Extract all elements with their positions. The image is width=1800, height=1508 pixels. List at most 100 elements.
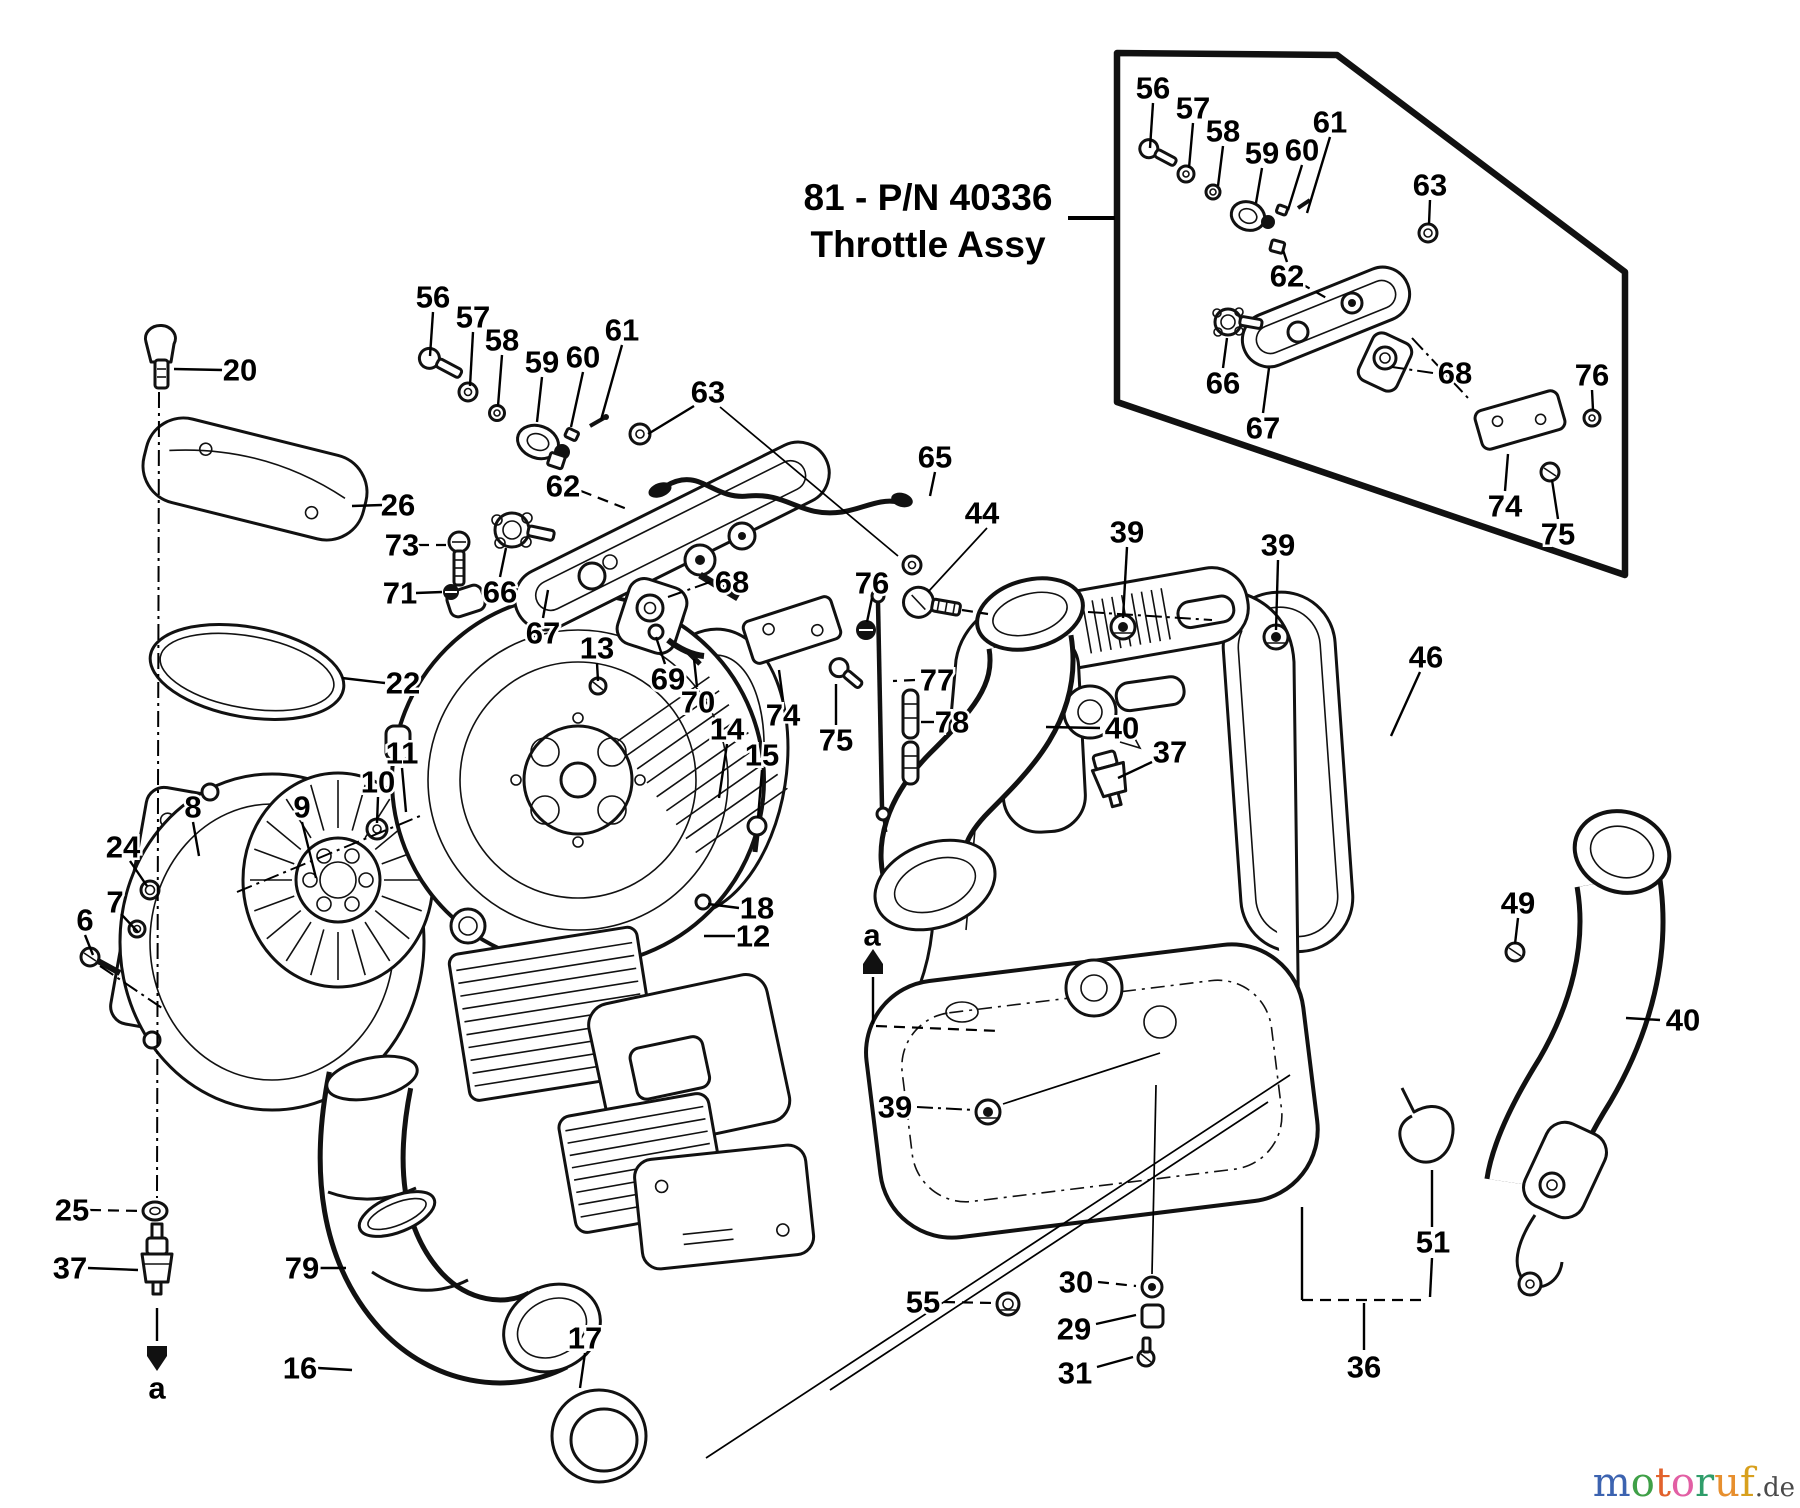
leader-line — [351, 503, 383, 508]
leader-line — [719, 406, 899, 557]
leader-line — [87, 1266, 139, 1272]
leader-line — [1427, 199, 1432, 225]
engine-drawing — [447, 907, 816, 1271]
part-label-60: 60 — [1285, 133, 1319, 168]
leader-line — [1087, 611, 1213, 621]
bolt-49-drawing — [1504, 941, 1526, 963]
elbow-tube-16-drawing — [317, 1054, 602, 1386]
part-label-26: 26 — [381, 488, 415, 523]
leader-line — [415, 590, 443, 595]
part-label-15: 15 — [745, 738, 779, 773]
fuel-valve-37-right-drawing — [1090, 749, 1128, 809]
leader-line — [375, 796, 380, 824]
part-label-12: 12 — [736, 919, 770, 954]
leader-line — [300, 821, 318, 879]
part-label-60: 60 — [566, 340, 600, 375]
throttle-assy-inset — [1113, 49, 1629, 579]
part-label-67: 67 — [1246, 411, 1280, 446]
leader-line — [1590, 389, 1595, 411]
leader-line — [99, 965, 163, 1009]
part-label-73: 73 — [385, 528, 419, 563]
part-label-74: 74 — [1488, 489, 1523, 524]
leader-line — [1095, 1313, 1137, 1326]
connection-label-a: a — [863, 918, 881, 953]
part-label-58: 58 — [1206, 114, 1240, 149]
part-label-59: 59 — [1245, 136, 1279, 171]
part-label-25: 25 — [55, 1193, 89, 1228]
leader-line — [1389, 671, 1422, 737]
nut-24-drawing — [139, 879, 161, 901]
connection-arrow-up — [863, 949, 883, 974]
air-duct-40-middle-drawing — [873, 576, 1085, 932]
leader-line — [1428, 1257, 1434, 1298]
leader-line — [1550, 479, 1560, 520]
air-duct-40-right-drawing — [1484, 809, 1672, 1297]
part-label-74: 74 — [766, 698, 801, 733]
part-label-58: 58 — [485, 323, 519, 358]
part-label-39: 39 — [1110, 515, 1144, 550]
part-label-61: 61 — [1313, 105, 1347, 140]
part-label-10: 10 — [361, 765, 395, 800]
part-label-65: 65 — [918, 440, 952, 475]
part-label-29: 29 — [1057, 1312, 1091, 1347]
gasket-22-drawing — [148, 623, 346, 721]
leader-line — [89, 1208, 144, 1213]
part-label-7: 7 — [106, 885, 123, 920]
leader-line — [756, 769, 764, 819]
leader-line — [961, 608, 989, 616]
part-label-24: 24 — [106, 830, 141, 865]
leader-line — [1117, 760, 1153, 780]
leader-line — [1503, 453, 1510, 492]
part-label-76: 76 — [855, 566, 889, 601]
leader-line — [191, 821, 201, 857]
leader-line — [1513, 917, 1520, 945]
inset-title-line1: 81 - P/N 40336 — [804, 177, 1053, 218]
part-label-75: 75 — [819, 723, 853, 758]
part-label-6: 6 — [76, 903, 93, 938]
part-label-16: 16 — [283, 1351, 317, 1386]
part-label-51: 51 — [1416, 1225, 1450, 1260]
leader-line — [428, 311, 435, 357]
leader-line — [236, 815, 421, 893]
part-label-44: 44 — [965, 496, 1000, 531]
part-label-8: 8 — [184, 790, 201, 825]
part-label-37: 37 — [1153, 735, 1187, 770]
leader-line — [928, 471, 937, 497]
part-label-9: 9 — [293, 790, 310, 825]
part-label-17: 17 — [568, 1321, 602, 1356]
leader-line — [1286, 164, 1304, 211]
leader-line — [1221, 337, 1229, 369]
leader-line — [667, 581, 711, 598]
leader-line — [317, 1366, 353, 1372]
leader-line — [341, 676, 386, 685]
part-label-69: 69 — [651, 662, 685, 697]
leader-line — [1096, 1355, 1134, 1369]
part-label-68: 68 — [715, 565, 749, 600]
part-label-62: 62 — [1270, 259, 1304, 294]
leader-line — [1187, 122, 1195, 169]
part-label-66: 66 — [483, 575, 517, 610]
leader-line — [1261, 367, 1271, 414]
leader-line — [1002, 1052, 1161, 1105]
part-label-59: 59 — [525, 345, 559, 380]
screw-31-drawing — [1136, 1336, 1156, 1368]
leader-line — [1254, 167, 1264, 204]
leader-lines-layer — [83, 102, 1661, 1459]
leader-line — [1274, 559, 1280, 631]
leader-line — [927, 527, 988, 593]
leader-line — [569, 371, 585, 428]
part-label-20: 20 — [223, 353, 257, 388]
part-label-30: 30 — [1059, 1265, 1093, 1300]
leader-line — [654, 636, 667, 665]
part-label-76: 76 — [1575, 358, 1609, 393]
leader-line — [1281, 249, 1289, 263]
part-label-57: 57 — [456, 300, 490, 335]
part-label-78: 78 — [935, 705, 969, 740]
leader-line — [892, 678, 916, 683]
part-label-39: 39 — [878, 1090, 912, 1125]
part-label-66: 66 — [1206, 366, 1240, 401]
leader-line — [1299, 282, 1331, 301]
leader-line — [120, 913, 139, 933]
